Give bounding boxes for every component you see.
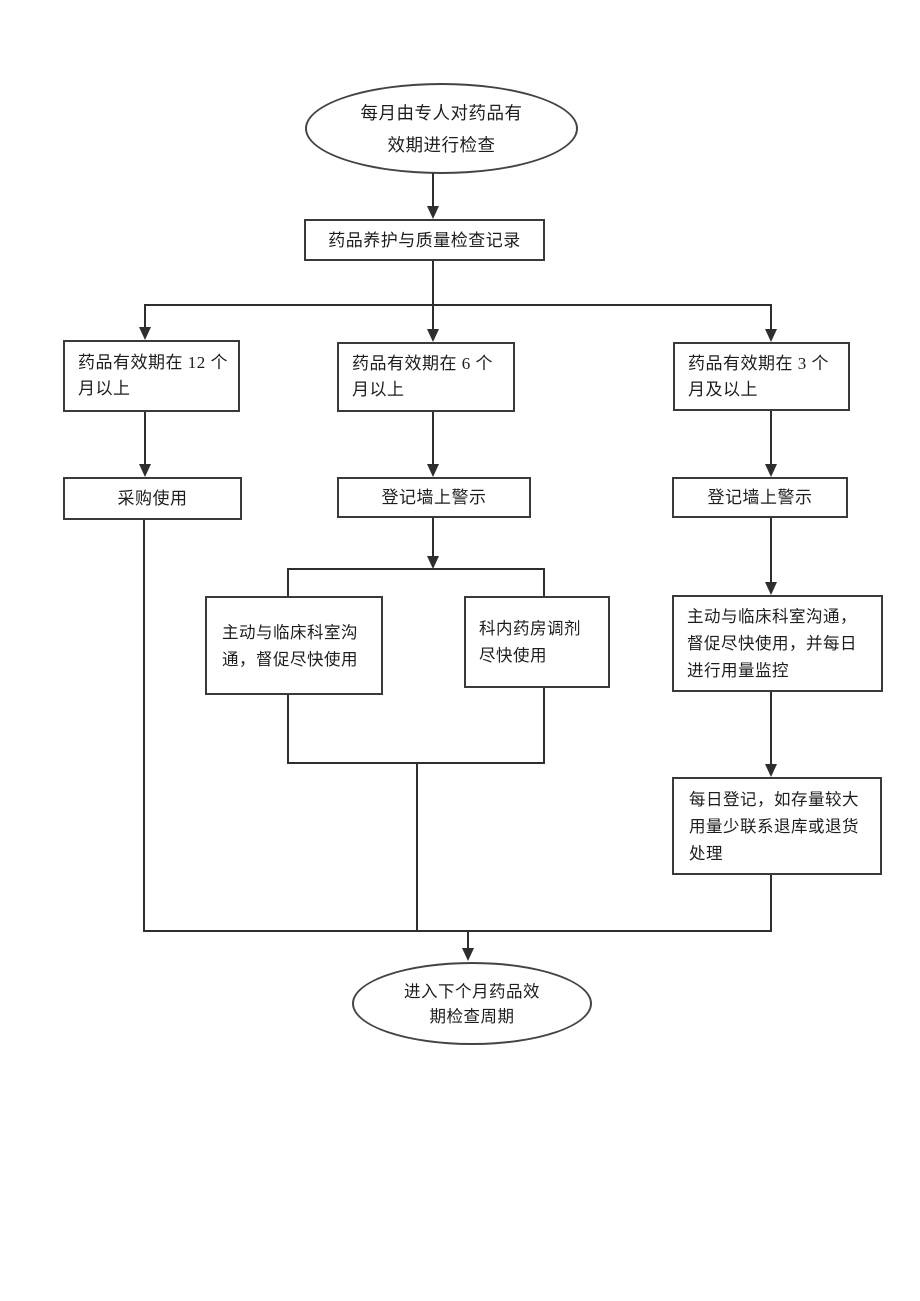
connector-bracket-dispense xyxy=(543,568,545,596)
daily-log-return-box: 每日登记，如存量较大 用量少联系退库或退货 处理 xyxy=(672,777,882,875)
wall-warning-3-box: 登记墙上警示 xyxy=(672,477,848,518)
expiry-over-12-months-box: 药品有效期在 12 个 月以上 xyxy=(63,340,240,412)
arrowhead-daily-log xyxy=(765,764,777,777)
communicate-clinical-3-box: 主动与临床科室沟通， 督促尽快使用，并每日 进行用量监控 xyxy=(672,595,883,692)
arrowhead-branch-3 xyxy=(765,329,777,342)
bracket-top-line xyxy=(287,568,545,570)
record-process-box: 药品养护与质量检查记录 xyxy=(304,219,545,261)
end-terminator: 进入下个月药品效 期检查周期 xyxy=(352,962,592,1045)
expiry-over-3-months-box: 药品有效期在 3 个 月及以上 xyxy=(673,342,850,411)
arrowhead-branch-6 xyxy=(427,329,439,342)
internal-pharmacy-dispense-box: 科内药房调剂 尽快使用 xyxy=(464,596,610,688)
connector-dispense-join xyxy=(543,688,545,764)
arrowhead-end xyxy=(462,948,474,961)
wall-warning-6-box: 登记墙上警示 xyxy=(337,477,531,518)
connector-wall3-communicate3 xyxy=(770,518,772,582)
expiry-over-6-months-box: 药品有效期在 6 个 月以上 xyxy=(337,342,515,412)
connector-3-wall xyxy=(770,411,772,465)
start-terminator: 每月由专人对药品有 效期进行检查 xyxy=(305,83,578,174)
communicate-clinical-6-box: 主动与临床科室沟 通，督促尽快使用 xyxy=(205,596,383,695)
connector-splitter-middle xyxy=(432,304,434,330)
connector-record-splitter xyxy=(432,261,434,306)
arrowhead-bracket xyxy=(427,556,439,569)
connector-12-purchase xyxy=(144,412,146,465)
connector-splitter-left xyxy=(144,304,146,328)
arrowhead-start-record xyxy=(427,206,439,219)
arrowhead-branch-12 xyxy=(139,327,151,340)
connector-communicate6-join xyxy=(287,695,289,764)
connector-splitter-right xyxy=(770,304,772,330)
arrowhead-wall-3 xyxy=(765,464,777,477)
connector-bracket-communicate6 xyxy=(287,568,289,596)
connector-communicate3-daily xyxy=(770,692,772,764)
connector-start-record xyxy=(432,173,434,207)
arrowhead-wall-6 xyxy=(427,464,439,477)
connector-daily-merge xyxy=(770,875,772,932)
arrowhead-communicate-3 xyxy=(765,582,777,595)
connector-merge-end xyxy=(467,932,469,949)
arrowhead-purchase xyxy=(139,464,151,477)
connector-6-wall xyxy=(432,412,434,465)
splitter-line xyxy=(144,304,772,306)
purchase-use-box: 采购使用 xyxy=(63,477,242,520)
connector-wall6-bracket xyxy=(432,518,434,557)
connector-purchase-merge xyxy=(143,520,145,932)
merge-line xyxy=(143,930,772,932)
connector-join-merge xyxy=(416,762,418,932)
